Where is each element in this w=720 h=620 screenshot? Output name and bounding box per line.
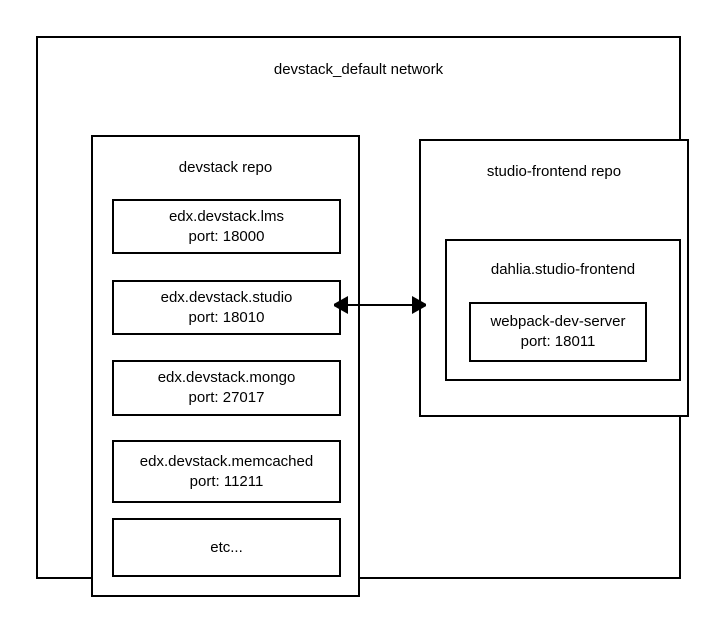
service-name: edx.devstack.studio [160, 288, 293, 306]
service-name: webpack-dev-server [490, 313, 626, 330]
network-container: devstack_default network devstack repo e… [36, 36, 689, 597]
service-port: port: 18000 [188, 227, 265, 245]
devstack-repo-container: devstack repo edx.devstack.lms port: 180… [91, 135, 360, 597]
devstack-repo-title: devstack repo [178, 159, 273, 176]
service-name: edx.devstack.lms [168, 207, 285, 225]
dahlia-studio-frontend-container: dahlia.studio-frontend webpack-dev-serve… [445, 239, 681, 381]
service-box-etc: etc... [112, 518, 341, 577]
studio-frontend-repo-title: studio-frontend repo [486, 163, 622, 180]
service-name: etc... [210, 538, 243, 556]
dahlia-container-title: dahlia.studio-frontend [490, 261, 636, 278]
network-title: devstack_default network [273, 61, 444, 78]
service-box-webpack-dev-server: webpack-dev-server port: 18011 [469, 302, 647, 362]
connector-double-arrow-icon [334, 296, 426, 314]
service-box-studio: edx.devstack.studio port: 18010 [112, 280, 341, 335]
studio-frontend-repo-container: studio-frontend repo dahlia.studio-front… [419, 139, 689, 417]
service-box-memcached: edx.devstack.memcached port: 11211 [112, 440, 341, 503]
service-name: edx.devstack.mongo [157, 369, 296, 386]
service-port: port: 18010 [188, 308, 265, 326]
service-box-lms: edx.devstack.lms port: 18000 [112, 199, 341, 254]
service-port: port: 27017 [188, 389, 265, 406]
service-box-mongo: edx.devstack.mongo port: 27017 [112, 360, 341, 416]
service-port: port: 11211 [189, 472, 264, 490]
service-port: port: 18011 [520, 333, 596, 350]
service-name: edx.devstack.memcached [139, 452, 314, 470]
